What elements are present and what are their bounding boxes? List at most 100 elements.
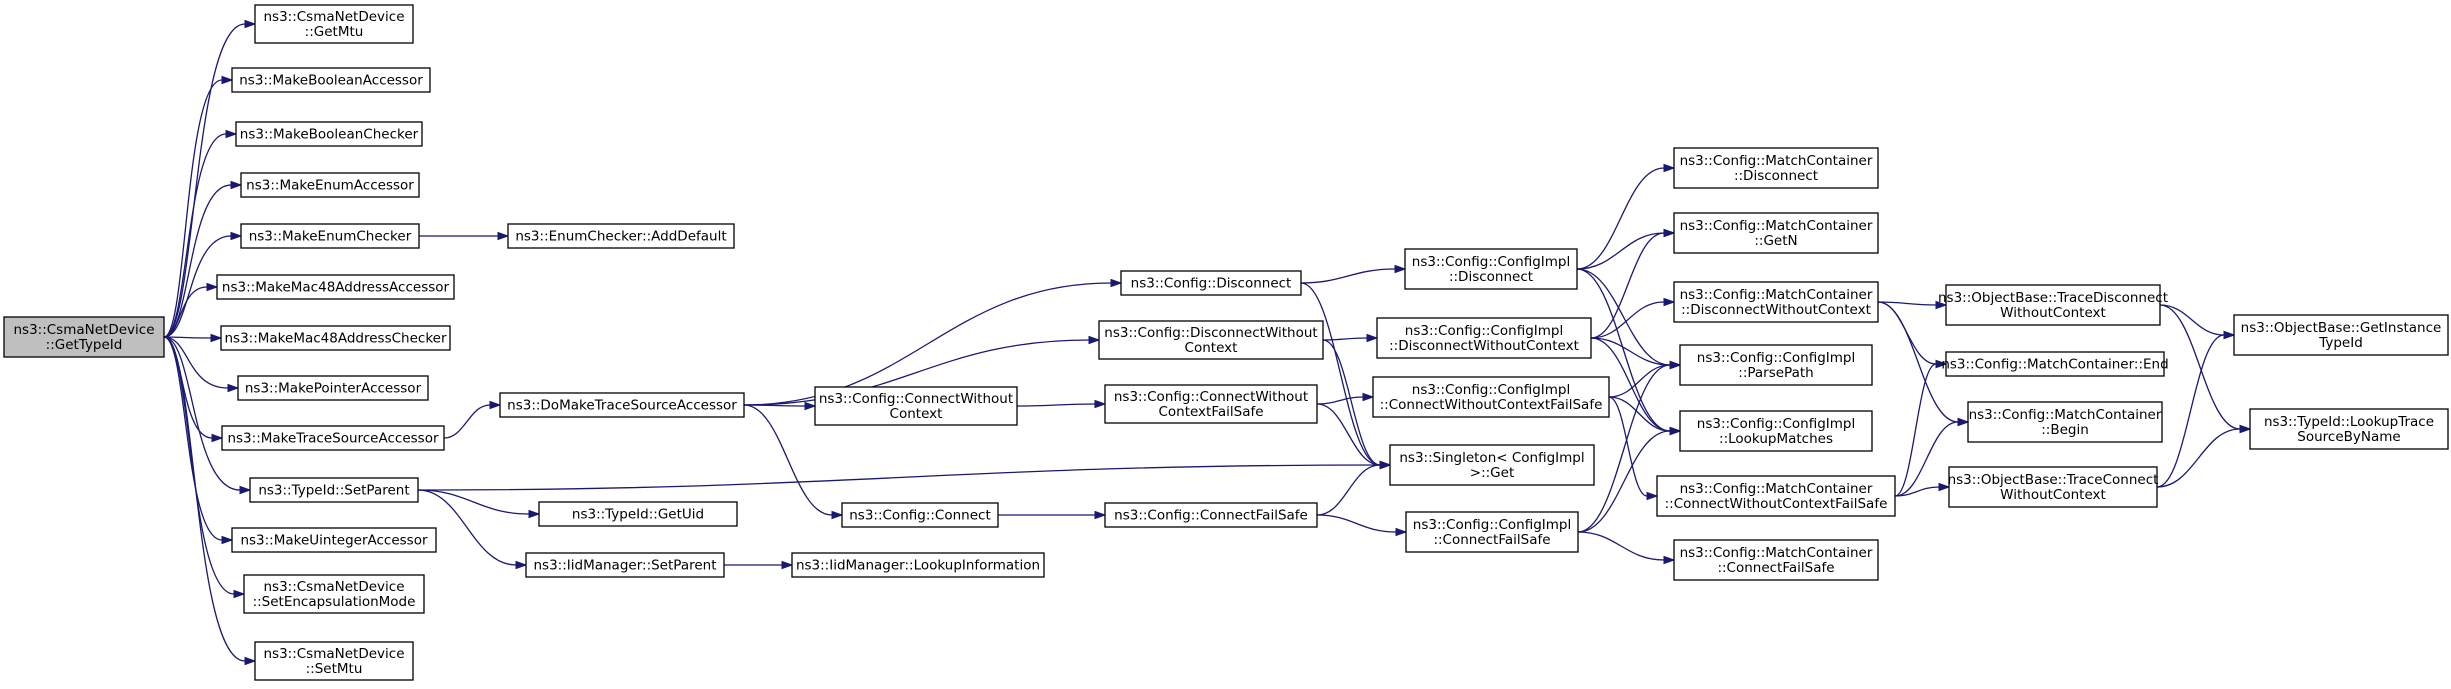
node-cfgconnfs[interactable]: ns3::Config::ConnectFailSafe <box>1104 502 1318 528</box>
node-traceacc[interactable]: ns3::MakeTraceSourceAccessor <box>221 425 445 451</box>
call-edge <box>2156 424 2252 488</box>
arrowhead-icon <box>239 485 252 495</box>
node-implDisconnect[interactable]: ns3::Config::ConfigImpl::Disconnect <box>1404 248 1578 290</box>
node-label: ns3::MakeBooleanAccessor <box>239 73 423 89</box>
node-boolchk[interactable]: ns3::MakeBooleanChecker <box>235 121 423 147</box>
node-setparent[interactable]: ns3::TypeId::SetParent <box>249 477 419 503</box>
arrowhead-icon <box>244 656 257 666</box>
edge-line <box>1894 363 1937 497</box>
edge-line <box>2156 334 2225 488</box>
node-box <box>1389 444 1595 486</box>
node-cfgconnect[interactable]: ns3::Config::Connect <box>841 502 999 528</box>
arrowhead-icon <box>1094 510 1107 520</box>
node-label: ::DisconnectWithoutContext <box>1681 302 1871 318</box>
node-iidsetparent[interactable]: ns3::IidManager::SetParent <box>525 552 725 578</box>
node-implConnFs[interactable]: ns3::Config::ConfigImpl::ConnectFailSafe <box>1405 511 1579 553</box>
node-getmtu[interactable]: ns3::CsmaNetDevice::GetMtu <box>254 4 414 44</box>
node-box <box>240 172 420 198</box>
node-label: ns3::CsmaNetDevice <box>263 646 404 662</box>
edge-line <box>1322 337 1368 341</box>
call-edge <box>163 333 223 343</box>
node-box <box>499 392 745 418</box>
node-cfgconnwoctxfs[interactable]: ns3::Config::ConnectWithoutContextFailSa… <box>1104 384 1318 424</box>
arrowhead-icon <box>1646 491 1659 501</box>
node-label: ns3::Config::ConfigImpl <box>1405 323 1563 339</box>
call-edge <box>163 336 257 666</box>
edge-line <box>1576 268 1671 432</box>
node-box <box>1673 147 1879 189</box>
node-mcEnd[interactable]: ns3::Config::MatchContainer::End <box>1941 351 2169 377</box>
arrowhead-icon <box>1663 297 1676 307</box>
edge-line <box>1300 282 1381 466</box>
node-label: ::ConnectFailSafe <box>1433 532 1550 548</box>
node-box <box>3 316 165 358</box>
arrowhead-icon <box>221 75 234 85</box>
node-cfgconnwoctx[interactable]: ns3::Config::ConnectWithoutContext <box>814 386 1018 426</box>
node-mcConnFs[interactable]: ns3::Config::MatchContainer::ConnectFail… <box>1673 539 1879 581</box>
node-singleton[interactable]: ns3::Singleton< ConfigImpl >::Get <box>1389 444 1595 486</box>
node-uintacc[interactable]: ns3::MakeUintegerAccessor <box>231 527 437 553</box>
node-obTraceDisc[interactable]: ns3::ObjectBase::TraceDisconnectWithoutC… <box>1938 284 2168 326</box>
node-implConnWoCtxFs[interactable]: ns3::Config::ConfigImpl::ConnectWithoutC… <box>1372 376 1610 418</box>
node-domake[interactable]: ns3::DoMakeTraceSourceAccessor <box>499 392 745 418</box>
call-edge <box>743 278 1123 406</box>
arrowhead-icon <box>206 282 219 292</box>
call-edge <box>723 560 794 570</box>
node-label: WithoutContext <box>2000 305 2106 321</box>
edge-line <box>2159 304 2225 336</box>
node-root[interactable]: ns3::CsmaNetDevice::GetTypeId <box>3 316 165 358</box>
edge-line <box>2159 304 2241 430</box>
edge-line <box>163 336 229 389</box>
node-mcDiscWoCtx[interactable]: ns3::Config::MatchContainer::DisconnectW… <box>1673 281 1879 323</box>
node-mac48chk[interactable]: ns3::MakeMac48AddressChecker <box>220 325 451 351</box>
arrowhead-icon <box>1669 426 1682 436</box>
node-label: ns3::Config::ConfigImpl <box>1697 350 1855 366</box>
node-ptracc[interactable]: ns3::MakePointerAccessor <box>237 375 429 401</box>
node-boolacc[interactable]: ns3::MakeBooleanAccessor <box>231 67 431 93</box>
edge-line <box>1316 396 1364 405</box>
node-box <box>1104 502 1318 528</box>
node-mcDisconnect[interactable]: ns3::Config::MatchContainer::Disconnect <box>1673 147 1879 189</box>
call-edge <box>417 489 541 519</box>
node-obTraceConn[interactable]: ns3::ObjectBase::TraceConnectWithoutCont… <box>1948 466 2159 508</box>
node-mcBegin[interactable]: ns3::Config::MatchContainer::Begin <box>1967 401 2163 443</box>
node-lookupmatches[interactable]: ns3::Config::ConfigImpl::LookupMatches <box>1679 410 1873 452</box>
node-implDiscWoCtx[interactable]: ns3::Config::ConfigImpl::DisconnectWitho… <box>1376 317 1592 359</box>
node-label: ns3::Config::MatchContainer::End <box>1941 357 2168 373</box>
node-setmtu[interactable]: ns3::CsmaNetDevice::SetMtu <box>254 641 414 681</box>
call-edge <box>1590 228 1676 339</box>
node-getuid[interactable]: ns3::TypeId::GetUid <box>538 501 738 527</box>
node-cfgdisconnect[interactable]: ns3::Config::Disconnect <box>1120 270 1302 296</box>
node-mac48acc[interactable]: ns3::MakeMac48AddressAccessor <box>216 274 455 300</box>
node-box <box>1673 212 1879 254</box>
node-label: TypeId <box>2318 335 2363 351</box>
node-enumacc[interactable]: ns3::MakeEnumAccessor <box>240 172 420 198</box>
edge-line <box>743 282 1112 406</box>
node-label: ns3::Config::MatchContainer <box>1680 287 1873 303</box>
node-mcConnWoCtxFs[interactable]: ns3::Config::MatchContainer::ConnectWith… <box>1656 475 1896 517</box>
node-enumchk[interactable]: ns3::MakeEnumChecker <box>240 223 420 249</box>
edge-line <box>163 336 223 541</box>
arrowhead-icon <box>515 560 528 570</box>
node-mcGetN[interactable]: ns3::Config::MatchContainer::GetN <box>1673 212 1879 254</box>
node-box <box>814 386 1018 426</box>
call-edge <box>419 231 510 241</box>
node-enumadd[interactable]: ns3::EnumChecker::AddDefault <box>507 223 735 249</box>
call-edge <box>743 335 1101 406</box>
call-edge <box>163 282 219 338</box>
node-setencap[interactable]: ns3::CsmaNetDevice::SetEncapsulationMode <box>243 574 425 614</box>
node-box <box>254 4 414 44</box>
node-box <box>1656 475 1896 517</box>
edge-line <box>163 133 227 338</box>
node-cfgdiscwoctx[interactable]: ns3::Config::DisconnectWithoutContext <box>1098 320 1324 360</box>
node-parsepath[interactable]: ns3::Config::ConfigImpl::ParsePath <box>1679 344 1873 386</box>
node-label: ::DisconnectWithoutContext <box>1389 338 1579 354</box>
arrowhead-icon <box>1094 399 1107 409</box>
node-label: ns3::TypeId::GetUid <box>572 507 704 523</box>
node-label: Context <box>890 406 943 422</box>
node-lookupinfo[interactable]: ns3::IidManager::LookupInformation <box>791 552 1045 578</box>
node-box <box>538 501 738 527</box>
